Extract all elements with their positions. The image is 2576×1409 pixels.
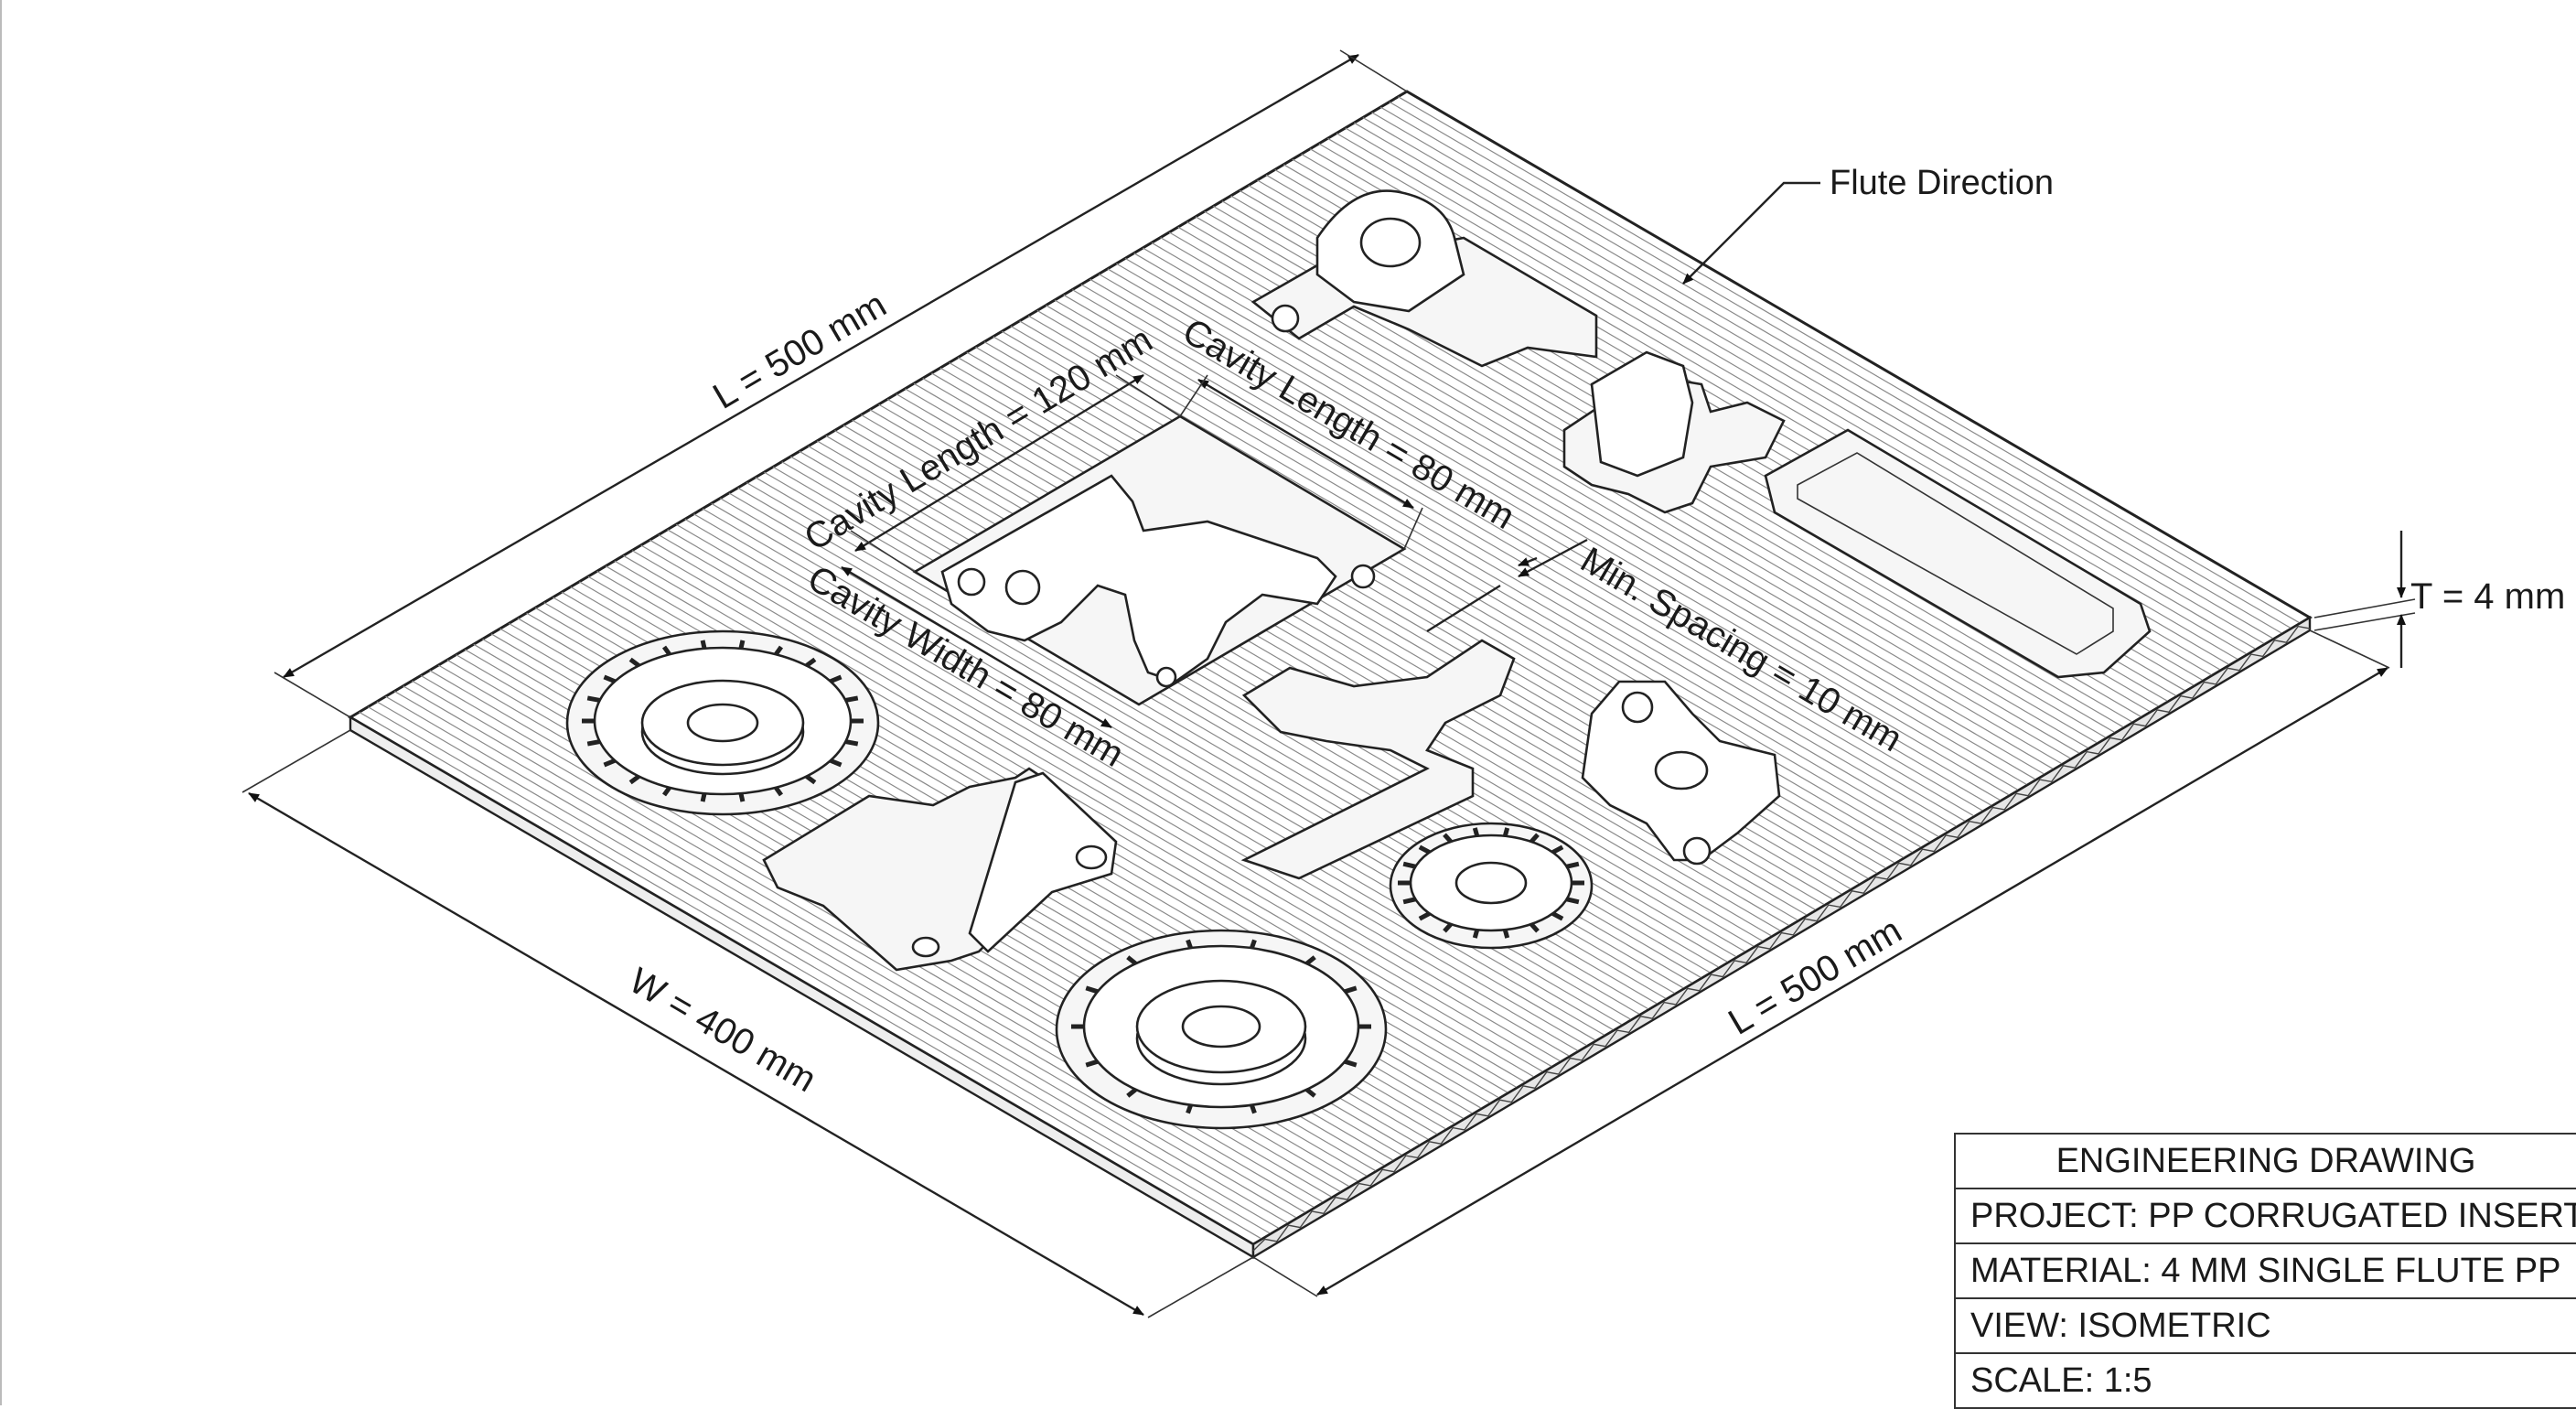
ext-line-3 [242,729,351,793]
sheet-border [0,0,2,1405]
part-gear-left [565,629,880,816]
ext-line-5 [1252,1256,1318,1297]
dim-line-length-right [1316,666,2388,1296]
title-block-title: ENGINEERING DRAWING [1956,1135,2576,1189]
slot-inner [1797,452,2114,655]
dim-line-cavity-width-80 [841,565,1112,729]
latch-clip-body [1590,350,1694,478]
gear-tooth [1186,1103,1193,1114]
ext-line-4 [1147,1256,1254,1318]
gear-tooth [1402,897,1416,905]
bracket-hole-4 [1155,666,1177,688]
dim-line-length-top [283,53,1359,679]
angle-bracket-hole-1 [1075,844,1108,870]
label-thickness: T = 4 mm [2410,576,2565,617]
angle-bracket-hole-2 [911,936,940,958]
part-gear-bottom [1055,929,1388,1130]
gear-tooth [1186,939,1193,950]
gear-tooth [1250,1103,1257,1114]
gear-tooth [603,674,617,684]
dim-line-min-spacing-b [1518,538,1588,578]
dim-line-cavity-length-80 [1197,378,1414,510]
gear-tooth [586,695,601,703]
gear-tooth [1472,827,1480,837]
flange-hole-1 [1621,691,1654,724]
gear-tooth [700,640,707,650]
ext-line-1 [274,672,351,718]
gear-tooth [829,674,843,684]
ext-line-11 [1179,374,1208,417]
ext-line-2 [1339,49,1408,92]
gear-tooth [844,695,859,703]
gear-tooth [829,758,843,768]
title-block-material: MATERIAL: 4 MM SINGLE FLUTE PP [1956,1244,2576,1299]
title-block: ENGINEERING DRAWING PROJECT: PP CORRUGAT… [1954,1133,2576,1409]
gear-tooth [738,640,746,650]
bracket-hole-3 [1350,564,1376,589]
bracket-hole-1 [957,567,986,597]
dim-line-width [248,791,1144,1317]
gear-tooth [805,774,817,785]
label-length-top: L = 500 mm [706,285,893,417]
title-block-project: PROJECT: PP CORRUGATED INSERT [1956,1189,2576,1244]
flange-hole-2 [1654,750,1709,791]
gear-tooth [603,758,617,768]
gear-tooth [1566,897,1580,905]
dim-line-min-spacing-a [1426,584,1501,633]
ext-line-6 [2309,629,2390,669]
gear-tooth [1304,1087,1316,1098]
dim-line-cavity-length-120 [854,373,1144,553]
bracket-hole-2 [1004,569,1041,606]
ext-line-8 [2313,612,2416,631]
title-block-view: VIEW: ISOMETRIC [1956,1299,2576,1354]
ext-line-9 [850,530,916,573]
ext-line-7 [2313,598,2416,618]
ext-line-12 [1403,507,1423,550]
gear-tooth [1304,955,1316,966]
pillow-block-bore [1359,217,1422,268]
dim-line-min-spacing-c [1518,556,1538,567]
gear-tooth [1472,929,1480,939]
flange-hole-3 [1682,836,1712,866]
gear-tooth [1502,827,1510,837]
gear-tooth [628,774,640,785]
gear-tooth [1250,939,1257,950]
leader-flute-direction [1682,181,1820,285]
dimension-lines [242,49,2416,1318]
part-small-gear [1389,822,1594,950]
gear-tooth [586,739,601,747]
label-flute-direction: Flute Direction [1830,164,2054,202]
gear-tooth [700,792,707,802]
gear-tooth [1566,861,1580,869]
gear-tooth [1402,861,1416,869]
title-block-scale: SCALE: 1:5 [1956,1354,2576,1409]
gear-tooth [738,792,746,802]
gear-tooth [844,739,859,747]
ext-line-10 [1115,374,1181,417]
pillow-block-hole [1271,304,1300,333]
gear-tooth [1502,929,1510,939]
cavity-long-slot [1764,428,2152,679]
